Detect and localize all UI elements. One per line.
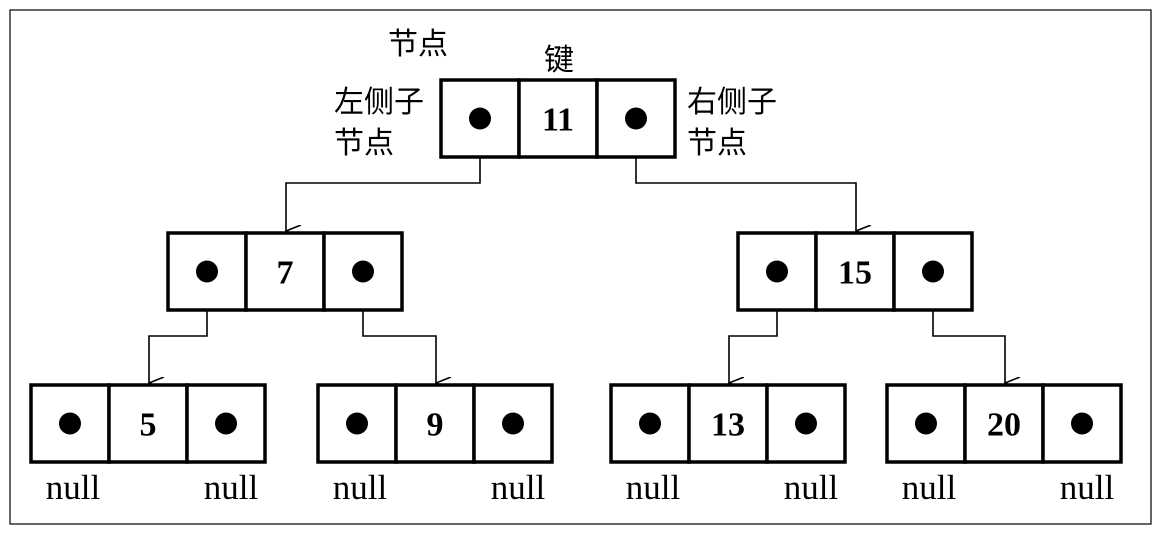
node-key: 11 bbox=[542, 102, 574, 139]
left-pointer-dot bbox=[766, 260, 788, 283]
left-pointer-dot bbox=[59, 412, 81, 435]
nodes-layer: 11 7 15 5 9 13 20 bbox=[29, 78, 1123, 464]
tree-node-5: 5 bbox=[29, 383, 267, 464]
key-cell bbox=[107, 383, 189, 464]
tree-node-15: 15 bbox=[736, 231, 974, 312]
tree-node-20: 20 bbox=[885, 383, 1123, 464]
key-cell bbox=[394, 383, 476, 464]
null-label-right: null bbox=[784, 468, 839, 507]
left-pointer-dot bbox=[346, 412, 368, 435]
left-pointer-dot bbox=[915, 412, 937, 435]
node-key: 7 bbox=[277, 255, 294, 292]
right-pointer-dot bbox=[352, 260, 374, 283]
node-key: 15 bbox=[838, 255, 872, 292]
outer-frame bbox=[9, 9, 1152, 525]
right-pointer-dot bbox=[215, 412, 237, 435]
right-pointer-dot bbox=[922, 260, 944, 283]
left-child-label-line1: 左侧子 bbox=[334, 85, 424, 120]
null-label-right: null bbox=[491, 468, 546, 507]
tree-node-9: 9 bbox=[316, 383, 554, 464]
key-cell bbox=[687, 383, 769, 464]
right-pointer-dot bbox=[795, 412, 817, 435]
key-cell bbox=[244, 231, 326, 312]
null-label-left: null bbox=[626, 468, 681, 507]
null-label-left: null bbox=[333, 468, 388, 507]
null-label-right: null bbox=[204, 468, 259, 507]
node-key: 5 bbox=[140, 407, 157, 444]
tree-node-13: 13 bbox=[609, 383, 847, 464]
null-label-left: null bbox=[902, 468, 957, 507]
node-key: 13 bbox=[711, 407, 745, 444]
null-label-left: null bbox=[46, 468, 101, 507]
node-label: 节点 bbox=[388, 27, 448, 62]
right-pointer-dot bbox=[625, 107, 647, 130]
right-child-label-line2: 节点 bbox=[687, 126, 747, 161]
left-pointer-dot bbox=[469, 107, 491, 130]
null-label-right: null bbox=[1060, 468, 1115, 507]
right-pointer-dot bbox=[1071, 412, 1093, 435]
right-child-label-line1: 右侧子 bbox=[687, 85, 777, 120]
key-cell bbox=[517, 78, 599, 159]
key-cell bbox=[963, 383, 1045, 464]
node-key: 20 bbox=[987, 407, 1021, 444]
tree-node-7: 7 bbox=[166, 231, 404, 312]
tree-node-11: 11 bbox=[439, 78, 677, 159]
left-pointer-dot bbox=[639, 412, 661, 435]
node-key: 9 bbox=[427, 407, 444, 444]
key-label: 键 bbox=[544, 43, 574, 78]
left-child-label-line2: 节点 bbox=[334, 126, 394, 161]
left-pointer-dot bbox=[196, 260, 218, 283]
right-pointer-dot bbox=[502, 412, 524, 435]
null-labels-layer: null null null null null null null null bbox=[46, 468, 1115, 507]
